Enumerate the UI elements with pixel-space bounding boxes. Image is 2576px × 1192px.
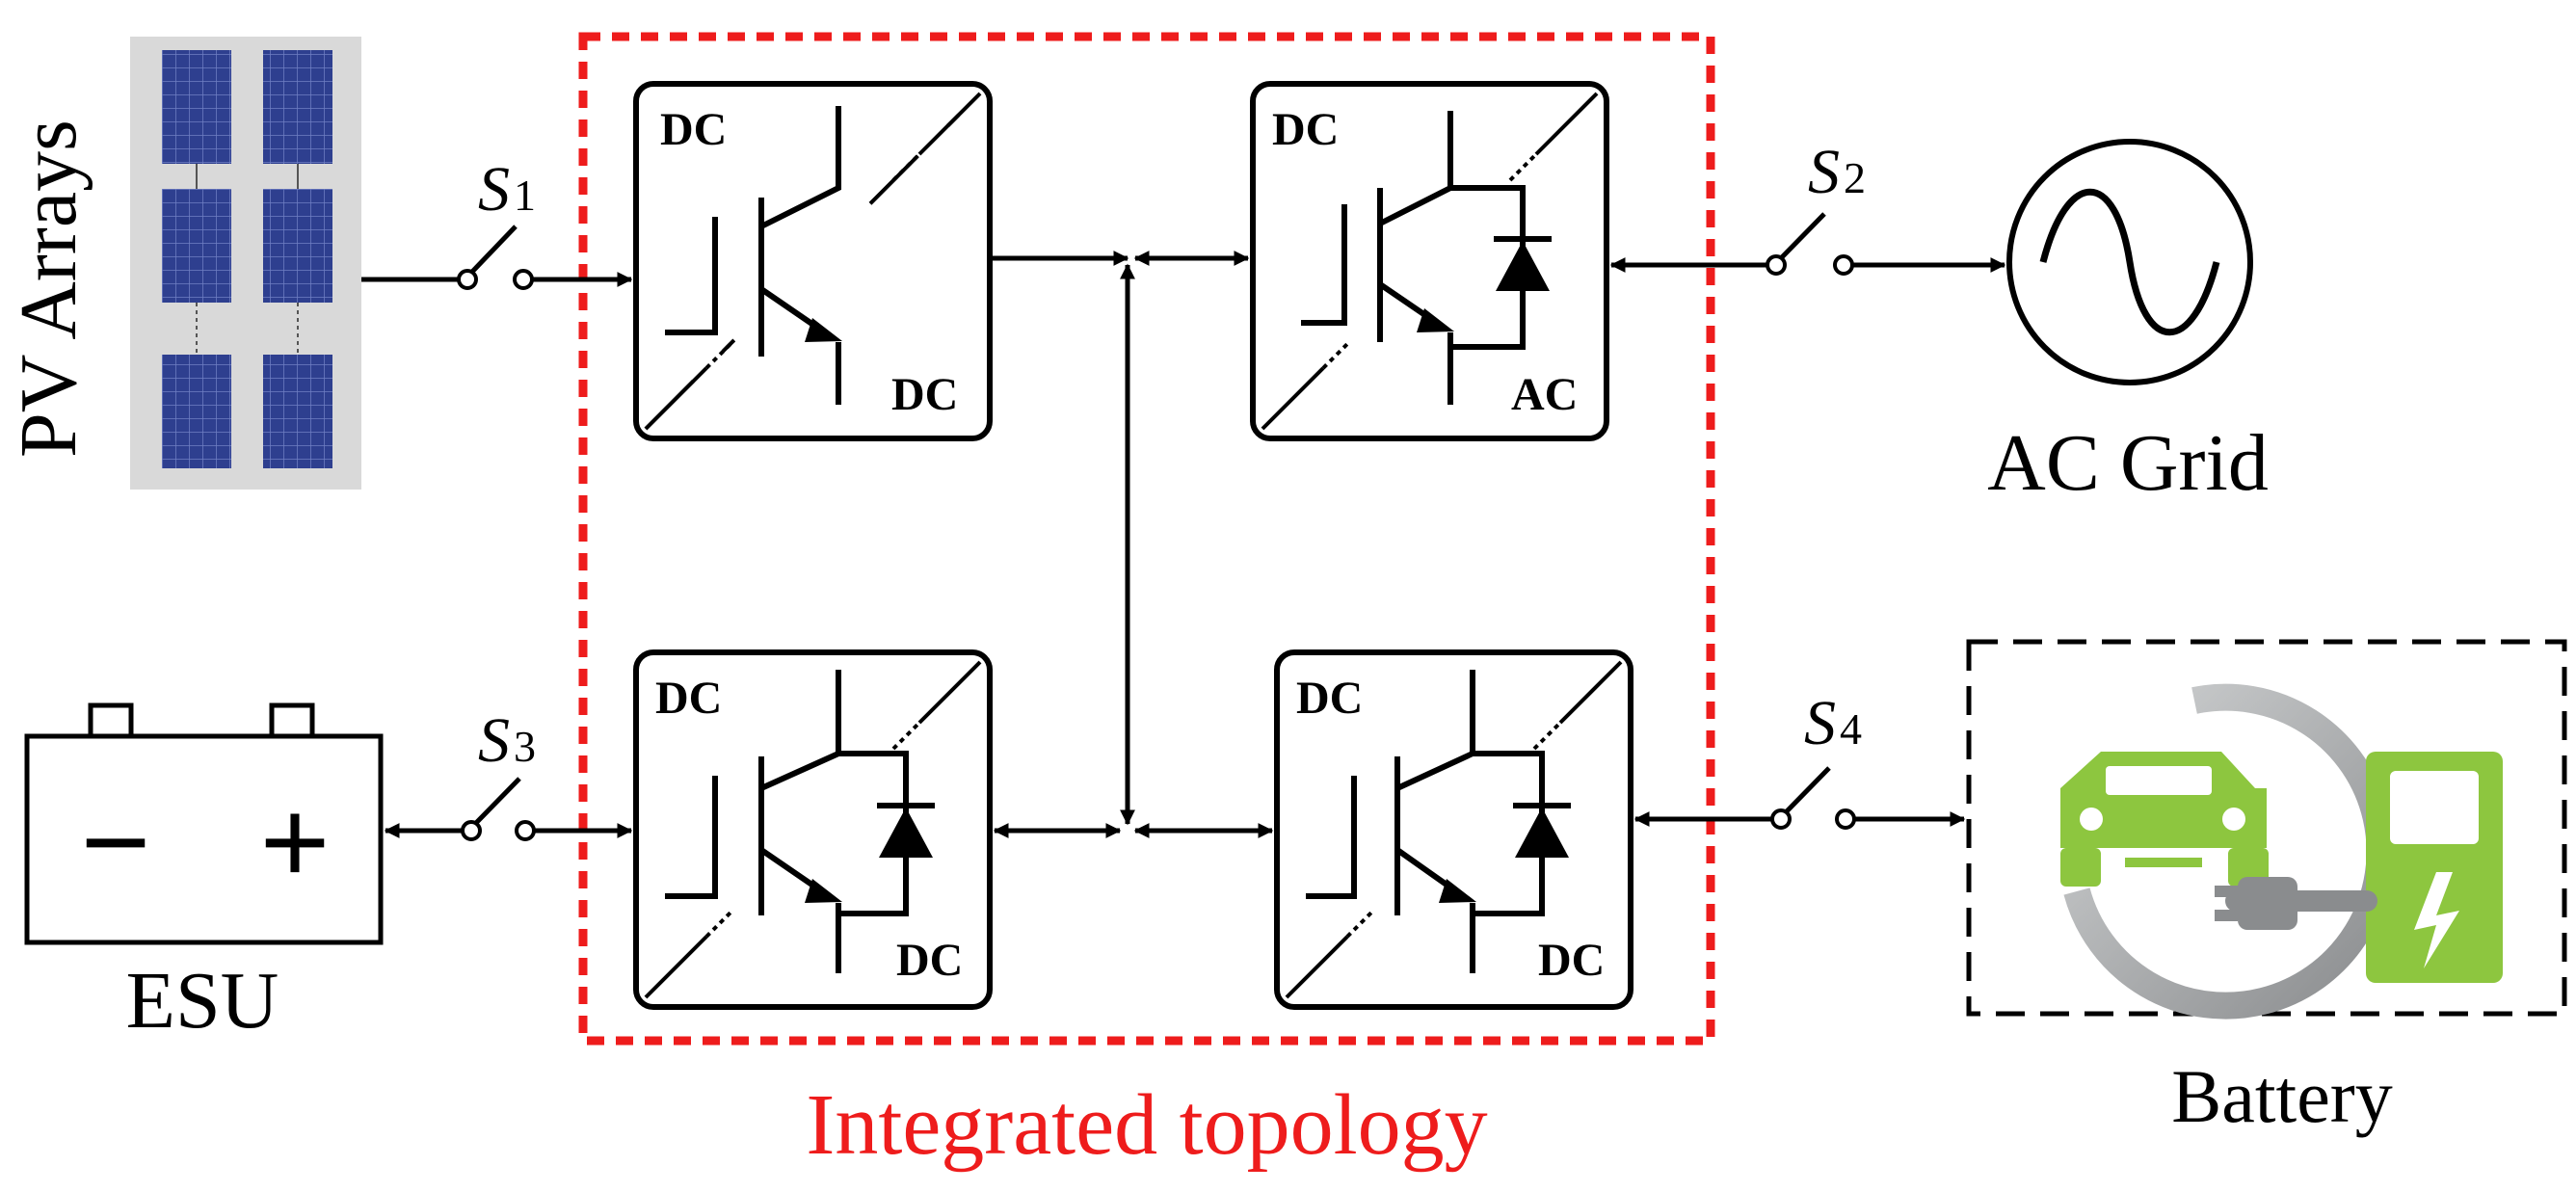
connections [361, 251, 2006, 838]
battery-plus-symbol: + [259, 774, 331, 913]
converter-top-right-in: DC [1272, 104, 1339, 155]
battery-label: Battery [2171, 1054, 2393, 1138]
switch-s2: S2 [1766, 137, 1866, 276]
ev-charger-icon [2060, 683, 2503, 1020]
converter-top-left: DC DC [633, 81, 993, 441]
switch-s4: S4 [1770, 688, 1862, 830]
esu-label: ESU [126, 956, 279, 1046]
converter-bottom-left: DC DC [633, 649, 993, 1010]
integrated-topology-label: Integrated topology [806, 1077, 1487, 1173]
svg-text:S2: S2 [1808, 137, 1866, 207]
switch-s1: S1 [457, 154, 536, 290]
svg-text:S4: S4 [1804, 688, 1862, 758]
ac-source-icon [2006, 139, 2253, 385]
switch-s4-letter: S [1804, 688, 1836, 758]
switch-s3-sub: 3 [514, 722, 536, 771]
pv-arrays-label: PV Arrays [4, 119, 93, 458]
converter-top-left-in: DC [660, 104, 727, 155]
switch-s3: S3 [461, 705, 536, 841]
integrated-topology-frame [578, 32, 1715, 1046]
svg-text:S1: S1 [478, 154, 536, 225]
switch-s1-sub: 1 [514, 171, 536, 220]
switch-s3-letter: S [478, 705, 510, 776]
converter-bottom-right-out: DC [1538, 935, 1605, 986]
battery-icon [24, 702, 384, 945]
solar-panel-icon [130, 37, 361, 490]
switch-s2-sub: 2 [1844, 153, 1866, 202]
pv-arrays: PV Arrays [4, 37, 361, 490]
diode-symbol [1513, 803, 1571, 858]
svg-text:S3: S3 [478, 705, 536, 776]
ac-grid: AC Grid [1987, 139, 2269, 508]
converter-top-right-out: AC [1511, 369, 1578, 420]
switch-s4-sub: 4 [1840, 704, 1862, 754]
converter-bottom-left-in: DC [655, 673, 722, 724]
converter-top-left-out: DC [891, 369, 958, 420]
igbt-symbol [665, 106, 841, 405]
battery-minus-symbol: − [80, 774, 151, 913]
converter-bottom-right-in: DC [1296, 673, 1363, 724]
switch-s1-letter: S [478, 154, 510, 225]
battery-ev: Battery [1966, 639, 2567, 1138]
esu: − + ESU [24, 702, 384, 1046]
diode-symbol [877, 803, 935, 858]
switch-s2-letter: S [1808, 137, 1840, 207]
ac-grid-label: AC Grid [1987, 418, 2269, 508]
converter-bottom-right: DC DC [1274, 649, 1633, 1010]
converter-top-right: DC AC [1250, 81, 1609, 441]
diode-symbol [1494, 236, 1552, 291]
converter-bottom-left-out: DC [896, 935, 963, 986]
